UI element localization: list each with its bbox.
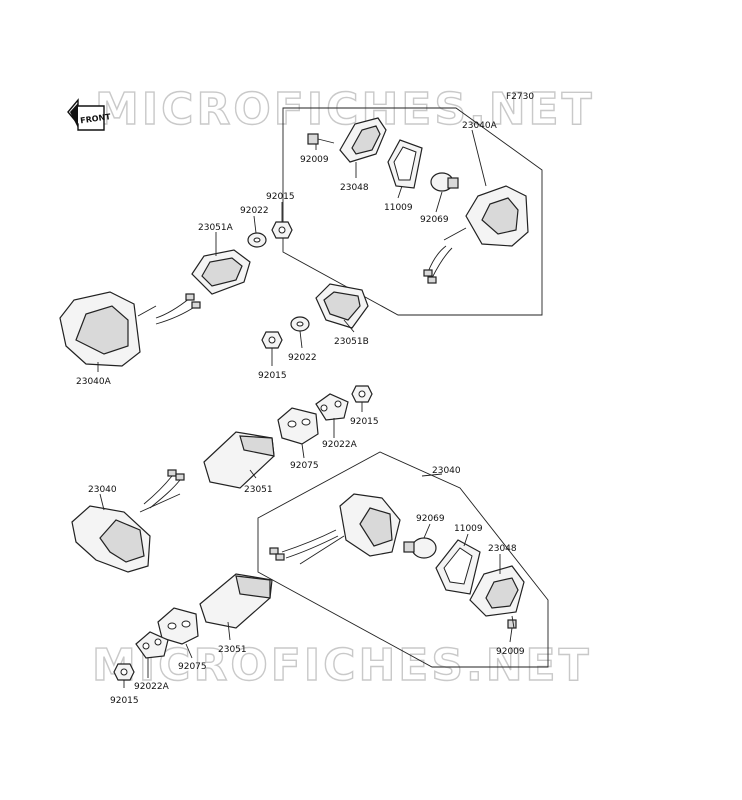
- rubber-23051B: [315, 283, 369, 329]
- part-label: 92075: [290, 461, 319, 471]
- part-label: 92022A: [134, 682, 170, 692]
- lens-23048-lower: [469, 565, 525, 617]
- assembly-box-lower: [257, 451, 549, 668]
- nut-92015-lower-left: [113, 663, 135, 681]
- damper-92075-lower: [157, 607, 199, 645]
- turn-signal-23040-left: [71, 469, 185, 573]
- part-label: 92015: [350, 417, 379, 427]
- front-label: FRONT: [80, 112, 112, 125]
- part-label: 23048: [340, 183, 369, 193]
- plate-92022A-upper: [315, 393, 349, 421]
- nut-92015-upper: [271, 221, 293, 239]
- part-label: 92069: [416, 514, 445, 524]
- part-label: 92009: [496, 647, 525, 657]
- part-label: 92009: [300, 155, 329, 165]
- part-label: 92015: [266, 192, 295, 202]
- damper-92075-upper: [277, 407, 319, 445]
- part-label: 92075: [178, 662, 207, 672]
- part-label: 92022A: [322, 440, 358, 450]
- washer-92022-upper: [247, 232, 267, 248]
- lens-23048-top: [339, 117, 387, 163]
- part-label: 11009: [384, 203, 413, 213]
- part-label: 23051: [244, 485, 273, 495]
- screw-92009-top: [307, 133, 335, 145]
- part-label: 11009: [454, 524, 483, 534]
- part-label: 23040A: [462, 121, 498, 131]
- part-label: 23051A: [198, 223, 234, 233]
- part-label: 92022: [288, 353, 317, 363]
- leader-lines: [97, 129, 513, 688]
- part-label: 23040: [432, 466, 461, 476]
- gasket-11009-top: [387, 139, 423, 189]
- part-label: 23048: [488, 544, 517, 554]
- plate-92022A-lower: [135, 631, 169, 659]
- part-label: 23040: [88, 485, 117, 495]
- washer-92022-mid: [290, 316, 310, 332]
- nut-92015-mid: [261, 331, 283, 349]
- watermark-bottom: MICROFICHES.NET: [92, 640, 592, 691]
- gasket-11009-lower: [435, 539, 481, 595]
- screw-92009-lower: [507, 615, 517, 629]
- part-label: 23040A: [76, 377, 112, 387]
- bulb-92069-top: [430, 172, 459, 192]
- part-label: 23051B: [334, 337, 369, 347]
- watermark-top: MICROFICHES.NET: [95, 84, 595, 135]
- part-label: 92015: [110, 696, 139, 706]
- front-arrow-icon: FRONT: [67, 98, 112, 131]
- nut-92015-lower-right: [351, 385, 373, 403]
- bulb-92069-lower: [403, 537, 437, 559]
- turn-signal-23040-right: [269, 493, 401, 565]
- figure-code: F2730: [506, 92, 534, 102]
- part-label: 23051: [218, 645, 247, 655]
- assembly-box-upper: [282, 107, 543, 316]
- turn-signal-23040A-left: [59, 291, 201, 367]
- rubber-23051-lower: [199, 573, 273, 629]
- part-label: 92022: [240, 206, 269, 216]
- part-label: 92015: [258, 371, 287, 381]
- rubber-23051A: [191, 249, 251, 295]
- rubber-23051-upper: [203, 431, 275, 489]
- turn-signal-23040A-right: [423, 185, 529, 284]
- part-label: 92069: [420, 215, 449, 225]
